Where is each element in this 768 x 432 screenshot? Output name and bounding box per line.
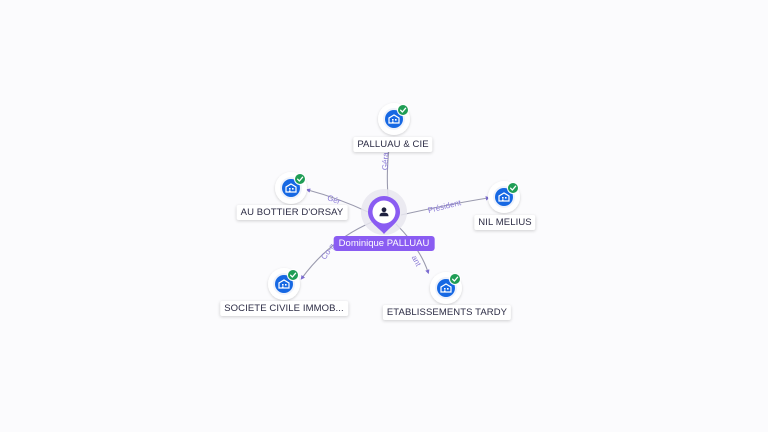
verified-badge-icon [294, 173, 306, 185]
center-person-node[interactable] [361, 189, 407, 235]
center-node-label[interactable]: Dominique PALLUAU [333, 236, 435, 251]
company-node-label[interactable]: SOCIETE CIVILE IMMOB... [220, 301, 348, 316]
company-building-icon [285, 183, 297, 193]
verified-badge-icon [507, 182, 519, 194]
company-node-palluau-cie[interactable] [378, 103, 410, 135]
company-node-ets-tardy[interactable] [430, 272, 462, 304]
edge-label-palluau-cie: Gérant [381, 145, 391, 171]
verified-badge-icon [397, 104, 409, 116]
company-node-label[interactable]: AU BOTTIER D'ORSAY [236, 205, 348, 220]
verified-badge-icon [287, 269, 299, 281]
company-building-icon [440, 283, 452, 293]
nodes-layer [268, 103, 520, 304]
company-node-au-bottier[interactable] [275, 172, 307, 204]
person-icon [379, 207, 389, 217]
company-building-icon [278, 279, 290, 289]
company-building-icon [388, 114, 400, 124]
company-node-label[interactable]: ETABLISSEMENTS TARDY [382, 305, 512, 320]
company-node-label[interactable]: NIL MELIUS [474, 215, 536, 230]
edge-nil-melius [400, 196, 491, 216]
edge-label-nil-melius: Président [427, 198, 463, 215]
company-node-label[interactable]: PALLUAU & CIE [353, 137, 433, 152]
company-node-nil-melius[interactable] [488, 181, 520, 213]
verified-badge-icon [449, 273, 461, 285]
company-building-icon [498, 192, 510, 202]
edge-sci-immob [300, 221, 373, 280]
company-node-sci-immob[interactable] [268, 268, 300, 300]
edge-label-au-bottier: Gér [326, 193, 342, 206]
